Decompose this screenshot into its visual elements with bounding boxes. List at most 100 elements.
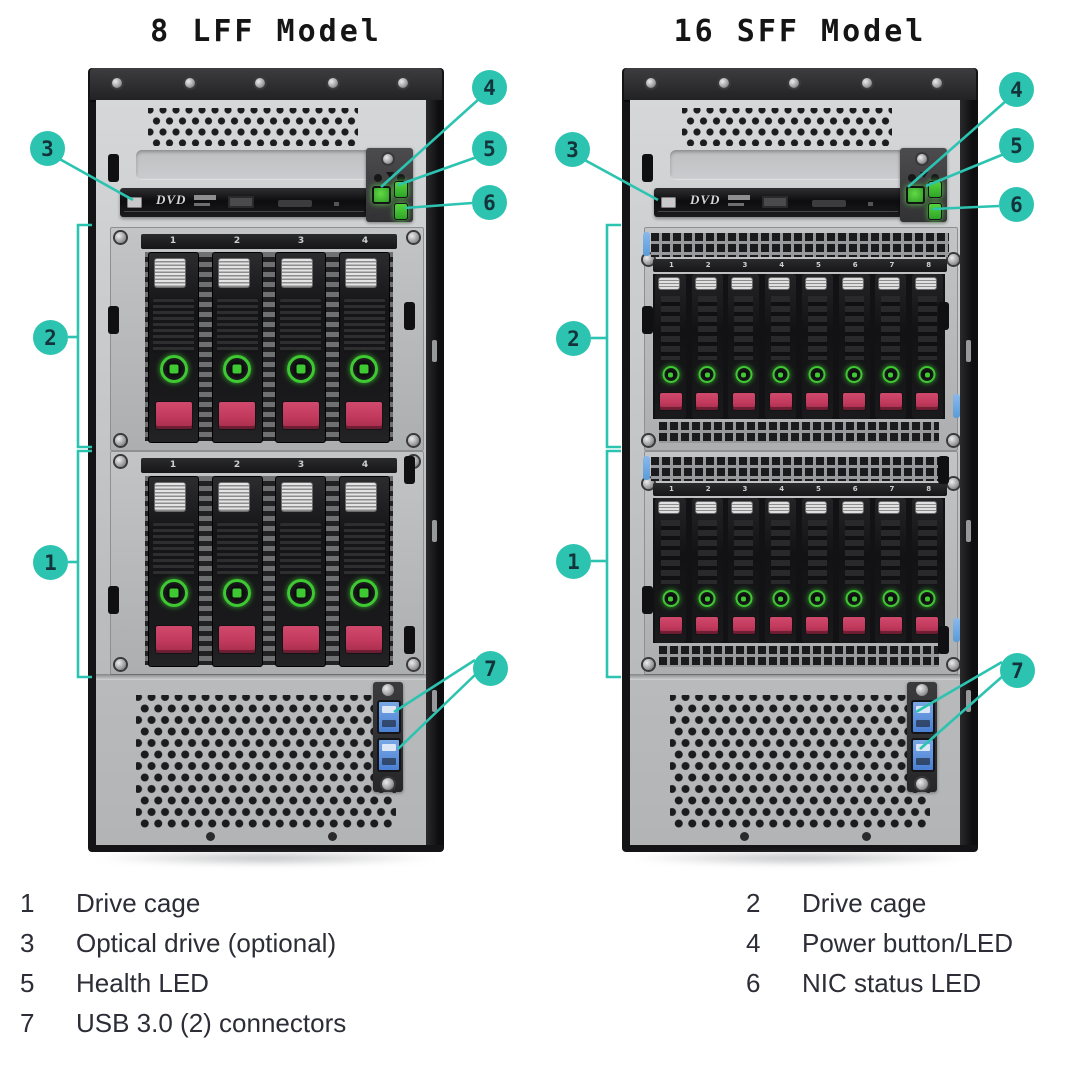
power-button-led-icon [372,186,391,204]
drive-capacity-label [659,278,679,289]
drive-capacity-label [915,278,936,289]
drive-release-latch [346,402,383,429]
blue-release-clip [953,394,960,418]
drive-tray-bay-8 [911,274,943,419]
drive-status-led-icon [662,590,679,607]
optical-activity-chip [661,197,676,208]
usb-panel [373,682,403,792]
drive-cage-2: 1 2 3 4 [110,227,424,451]
drive-release-latch [879,393,902,410]
drive-status-led-icon [808,590,826,607]
drive-capacity-label [842,278,863,289]
legend-number: 4 [746,928,761,958]
power-panel [366,148,413,222]
power-panel-screw [917,154,927,164]
drive-status-led-icon [918,590,936,607]
callout-5-health-left: 5 [472,131,507,166]
drive-status-led-icon [882,366,900,383]
drive-status-led-icon [350,355,379,383]
drive-tray-bay-6 [838,274,870,419]
power-button-led-icon [906,186,925,204]
lower-vent-grille [670,695,930,828]
callout-3-optical-right: 3 [555,132,590,167]
drive-release-latch [155,402,192,429]
drive-tray-bay-6 [838,498,870,643]
callout-6-nic-left: 6 [472,185,507,220]
drive-capacity-label [732,278,753,289]
side-rail [960,100,978,845]
callout-2-cage-left: 2 [33,320,68,355]
optical-drive: DVD [120,188,368,217]
bay-number-label: 4 [361,236,369,246]
drive-capacity-label [155,483,185,511]
usb-panel [907,682,937,792]
drive-tray-bay-8 [911,498,943,643]
bay-number-label: 6 [852,261,858,269]
callout-1-cage-left: 1 [33,545,68,580]
usb3-port-1 [377,700,401,734]
callout-2-cage-right: 2 [556,321,591,356]
drive-tray-bay-2 [211,252,263,443]
drive-tray-bay-4 [765,274,797,419]
blue-release-clip [953,618,960,642]
drive-tray-bay-1 [655,274,686,419]
drive-release-latch [806,393,829,410]
top-section: DVD [630,100,960,225]
legend-label: Power button/LED [802,928,1014,958]
bay-number-label: 2 [233,236,241,246]
legend-number: 3 [20,928,35,958]
drive-status-led-icon [223,579,252,607]
legend-label: Drive cage [802,888,927,918]
blue-release-clip [643,456,650,480]
cage-top-grille [651,233,949,257]
drive-release-latch [696,617,719,634]
bracket-cage1-right [605,449,621,679]
drive-release-latch [659,393,682,410]
side-rail [426,100,444,845]
callout-7-usb-right: 7 [1000,653,1035,688]
drive-tray-bay-1 [148,476,199,667]
drive-release-latch [219,402,256,429]
upper-vent-grille [148,108,358,146]
drive-status-led-icon [350,579,379,607]
drive-status-led-icon [159,355,188,383]
power-panel [900,148,947,222]
bay-number-label: 3 [297,236,305,246]
bay-number-label: 3 [742,261,748,269]
drive-capacity-label [659,502,679,513]
bay-number-label: 1 [169,236,177,246]
drive-status-led-icon [772,366,790,383]
bay-number-label: 3 [742,485,748,493]
drive-release-latch [346,626,383,653]
drive-status-led-icon [808,366,826,383]
drive-capacity-label [282,259,313,287]
callout-7-usb-left: 7 [473,651,508,686]
drive-release-latch [843,393,866,410]
drive-status-led-icon [662,366,679,383]
tower-top-bezel [624,68,976,102]
bay-number-label: 2 [705,485,711,493]
drive-status-led-icon [882,590,900,607]
cage-top-grille [651,457,949,481]
drive-tray-bay-7 [875,274,907,419]
tower-title-16sff: 16 SFF Model [673,14,927,49]
nic-status-led-icon [394,203,408,220]
bay-number-label: 3 [297,460,305,470]
legend-number: 1 [20,888,35,918]
usb3-port-2 [911,738,935,772]
drive-tray-bay-4 [765,498,797,643]
bottom-section [630,680,960,845]
drive-tray-bay-4 [338,476,390,667]
drive-capacity-label [282,483,313,511]
drive-tray-bay-2 [211,476,263,667]
drive-release-latch [282,626,319,653]
health-led-icon [394,181,408,198]
